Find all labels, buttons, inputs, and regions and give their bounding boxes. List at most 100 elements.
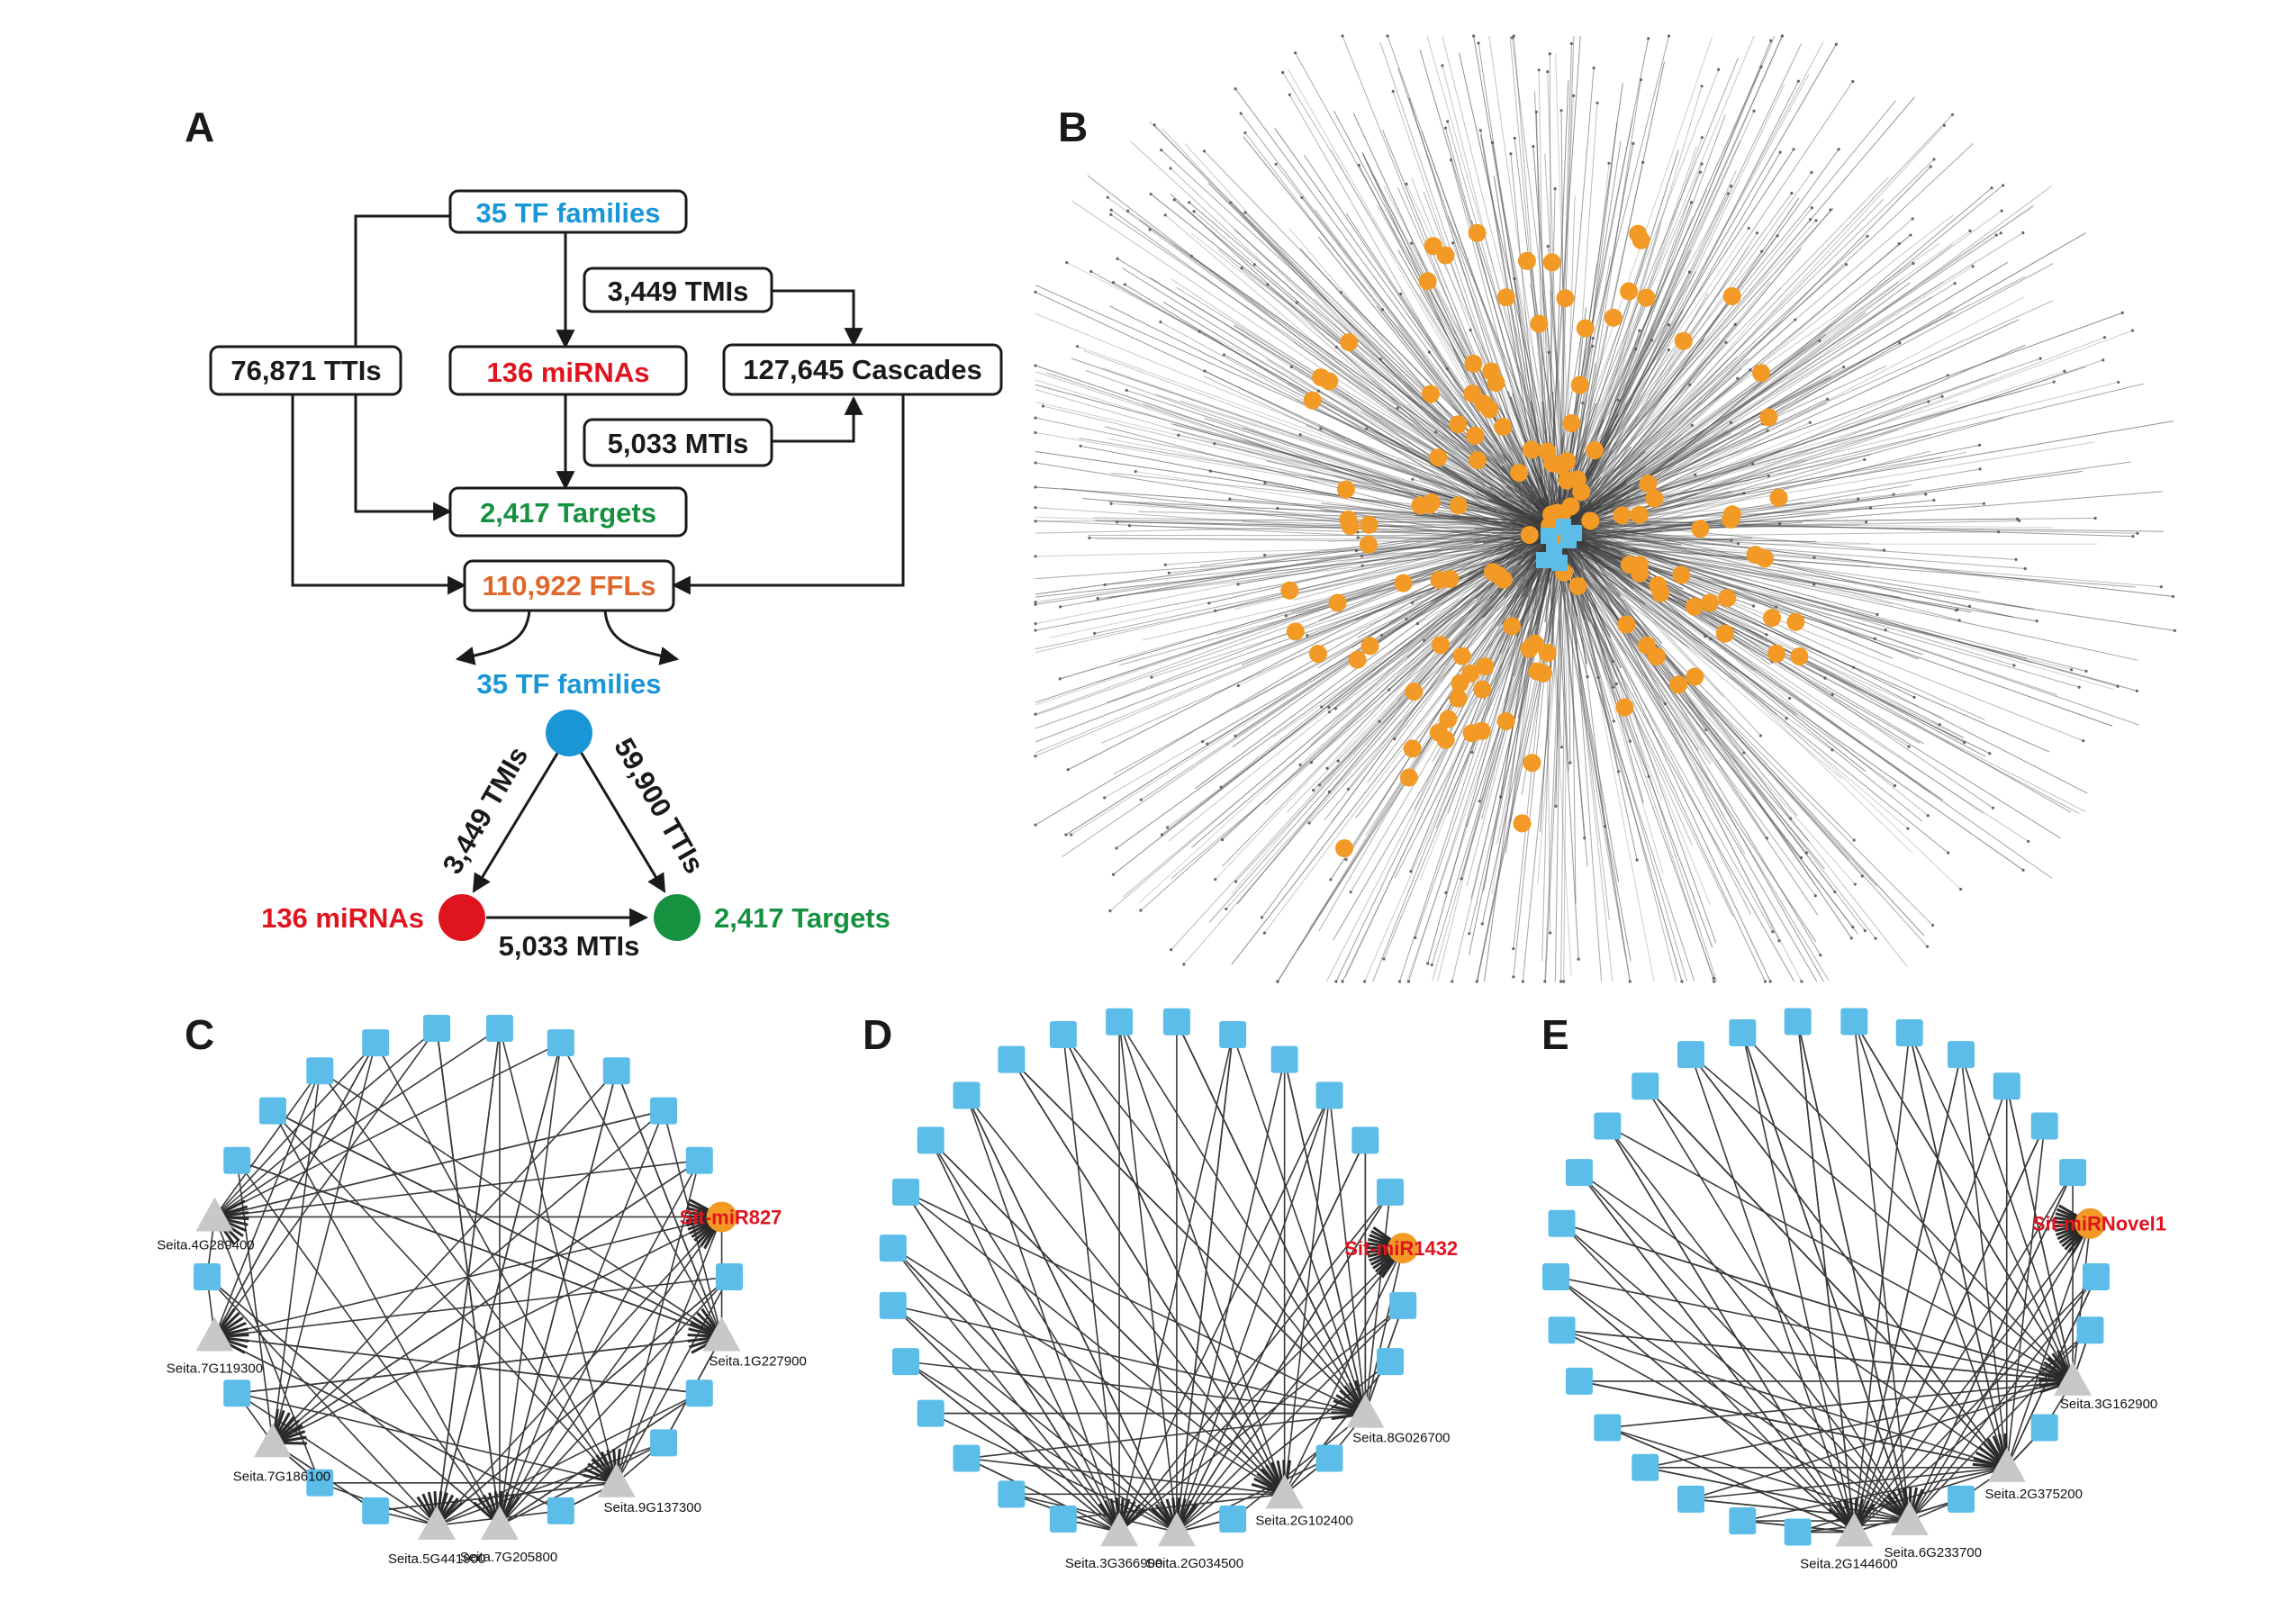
hairball-leaf — [1755, 231, 1759, 235]
hairball-edge — [1105, 426, 1548, 544]
hairball-leaf — [1443, 126, 1448, 130]
network-edge — [615, 1070, 723, 1337]
hairball-edge — [1320, 428, 1571, 525]
mirna-node — [1280, 581, 1299, 600]
box-mirnas: 136 miRNAs — [448, 345, 688, 396]
mirna-node — [1790, 647, 1809, 665]
hairball-edge — [1549, 522, 1712, 765]
hairball-edge — [1545, 544, 1833, 751]
mirna-node — [1430, 571, 1449, 590]
tf-node — [1536, 552, 1552, 568]
mirna-node — [1462, 724, 1481, 743]
tf-node — [602, 1057, 630, 1085]
hairball-leaf — [1426, 962, 1430, 965]
hairball-edge — [1546, 100, 1896, 528]
svg-text:76,871 TTIs: 76,871 TTIs — [231, 355, 381, 386]
hairball-edge — [1035, 518, 1552, 826]
hairball-edge — [1199, 520, 1563, 566]
network-edge — [499, 1042, 562, 1526]
hairball-leaf — [1103, 796, 1107, 800]
hairball-edge — [1553, 395, 1943, 528]
network-edge — [1232, 1413, 1366, 1520]
hairball-edge — [1567, 41, 1824, 520]
network-edge — [236, 1392, 438, 1526]
mirna-node — [1613, 506, 1632, 525]
hairball-leaf — [1234, 880, 1238, 883]
hairball-leaf — [1276, 980, 1279, 983]
network-edge — [1561, 1222, 2074, 1382]
hairball-edge — [1562, 530, 1910, 747]
mirna-node — [1436, 730, 1455, 749]
hairball-edge — [1562, 517, 1792, 819]
tf-node — [547, 1029, 574, 1057]
hairball-leaf — [2131, 535, 2135, 538]
hairball-leaf — [1909, 233, 1912, 237]
hairball-leaf — [1988, 752, 1992, 755]
hairball-edge — [1547, 521, 1924, 745]
target-gene-node — [1987, 1447, 2026, 1482]
hairball-edge — [1164, 214, 1550, 543]
hairball-edge — [1150, 194, 1568, 524]
hairball-leaf — [1288, 93, 1291, 96]
hairball-edge — [1109, 305, 1559, 531]
svg-text:35 TF families: 35 TF families — [475, 197, 660, 229]
network-edge — [213, 1042, 376, 1218]
arrow-cascades-to-ffls — [671, 394, 905, 595]
hairball-leaf — [1034, 601, 1037, 604]
hairball-leaf — [1765, 633, 1768, 637]
tf-node — [953, 1444, 981, 1472]
hairball-leaf — [1614, 682, 1618, 686]
hairball-leaf — [1947, 851, 1950, 855]
hairball-leaf — [1213, 442, 1216, 446]
hairball-leaf — [1446, 120, 1450, 123]
hairball-leaf — [1510, 36, 1514, 40]
mirna-edge — [499, 1217, 723, 1526]
hairball-edge — [1556, 539, 1620, 882]
tf-node — [1594, 1414, 1622, 1442]
mirna-node — [1320, 372, 1339, 391]
network-edge — [1645, 1380, 2074, 1469]
panel-a-letter: A — [185, 104, 214, 150]
hairball-edge — [1483, 521, 1551, 891]
network-edge — [965, 1094, 1286, 1495]
panel-e: E Sit-miRNovel1Seita.3G162900Seita.2G375… — [1541, 1008, 2166, 1571]
hairball-edge — [1234, 88, 1569, 542]
hairball-leaf — [1327, 706, 1331, 710]
hairball-edge — [1568, 538, 2052, 879]
hairball-leaf — [1451, 980, 1454, 983]
hairball-leaf — [1298, 763, 1302, 767]
hairball-leaf — [1228, 497, 1232, 501]
hairball-edge — [1558, 544, 1816, 896]
hairball-edge — [1189, 536, 1552, 653]
mirna-node — [1746, 546, 1765, 565]
hairball-leaf — [1808, 421, 1812, 424]
hairball-edge — [1244, 212, 1559, 520]
hairball-edge — [1104, 538, 1562, 585]
hairball-leaf — [1177, 433, 1180, 437]
hairball-edge — [1560, 533, 1876, 939]
hairball-leaf — [1034, 621, 1037, 626]
tf-node — [917, 1399, 945, 1427]
hairball-leaf — [1759, 65, 1763, 68]
hairball-edge — [1554, 526, 1726, 819]
mirna-node — [1328, 593, 1347, 612]
hairball-edge — [1552, 142, 1974, 536]
network-edge — [1283, 1095, 1331, 1495]
hairball-leaf — [1478, 800, 1481, 803]
hairball-leaf — [1667, 323, 1671, 327]
hairball-leaf — [2117, 380, 2120, 384]
hairball-leaf — [1616, 398, 1620, 402]
mirna-node — [1394, 574, 1413, 592]
network-edge — [892, 1247, 1286, 1495]
hairball-leaf — [1166, 826, 1170, 829]
tf-node — [1632, 1453, 1659, 1481]
hairball-leaf — [1139, 798, 1143, 801]
hairball-leaf — [1451, 241, 1455, 245]
hairball-leaf — [2102, 336, 2107, 339]
hairball-edge — [1565, 520, 1920, 660]
hairball-edge — [1035, 531, 1565, 654]
hairball-edge — [1550, 522, 1713, 763]
hairball-edge — [1561, 530, 1677, 982]
hairball-edge — [1556, 537, 1895, 786]
mirna-node — [1669, 675, 1688, 694]
